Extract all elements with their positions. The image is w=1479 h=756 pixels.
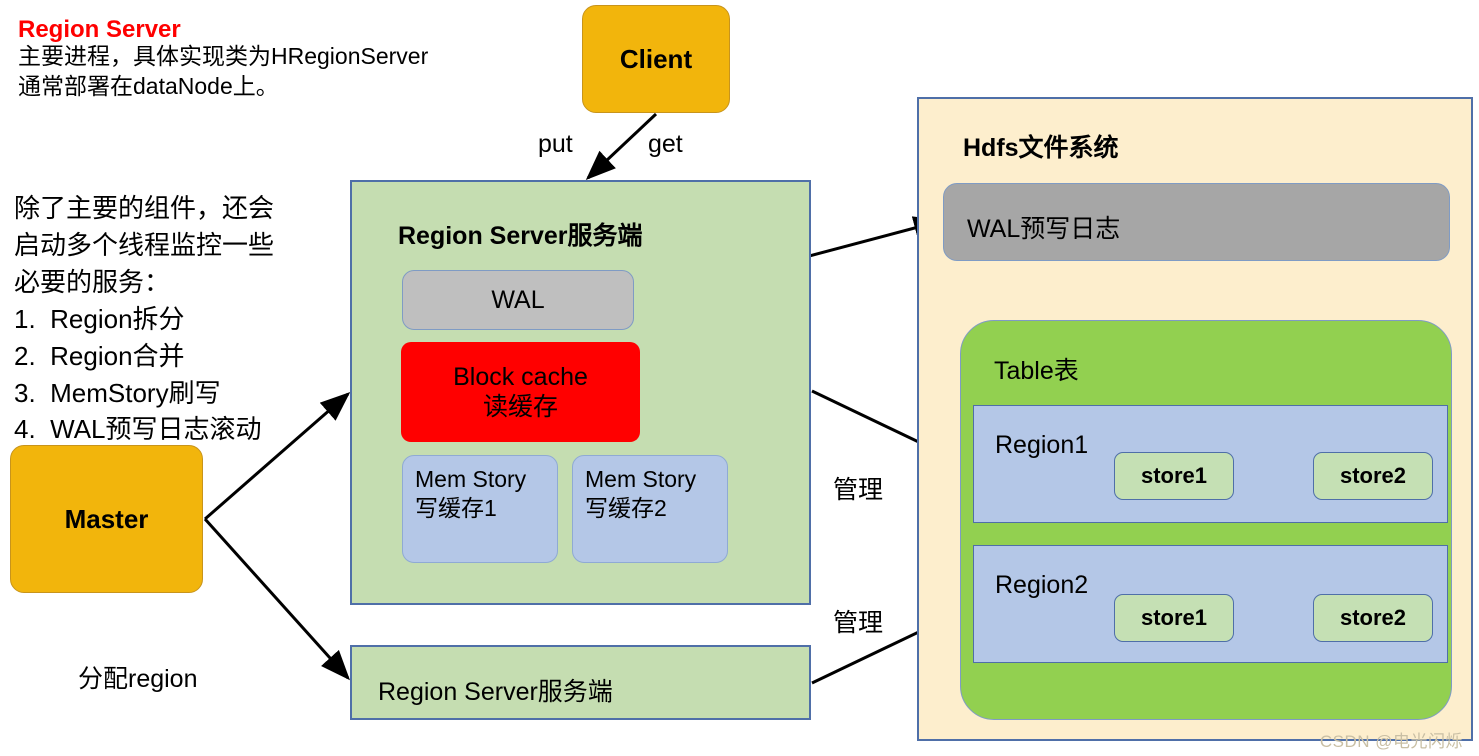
- region1-label: Region1: [995, 431, 1089, 459]
- edge-label-manage-2: 管理: [833, 609, 884, 637]
- region-server-main-title: Region Server服务端: [398, 222, 643, 250]
- client-node[interactable]: Client: [582, 5, 730, 113]
- hdfs-wal-node[interactable]: [943, 183, 1450, 261]
- table-title: Table表: [994, 357, 1079, 385]
- arrow-master-to-region-server-second: [203, 517, 351, 681]
- arrow-client-to-region-server: [585, 112, 658, 181]
- watermark: CSDN @电光闪烁: [1319, 732, 1463, 751]
- edge-label-get: get: [648, 130, 683, 158]
- edge-label-put: put: [538, 130, 573, 158]
- edge-label-manage-1: 管理: [833, 476, 884, 504]
- wal-node-label: WAL: [491, 285, 545, 314]
- hdfs-title: Hdfs文件系统: [963, 134, 1119, 162]
- block-cache-label-line2: 读缓存: [482, 393, 558, 421]
- region-server-services-note: 除了主要的组件，还会 启动多个线程监控一些 必要的服务： 1. Region拆分…: [14, 193, 275, 445]
- client-node-label: Client: [619, 43, 693, 74]
- mem-store-1-node[interactable]: Mem Story 写缓存1: [402, 455, 558, 563]
- block-cache-node[interactable]: Block cache 读缓存: [401, 342, 640, 442]
- block-cache-label-line1: Block cache: [453, 362, 588, 391]
- hdfs-wal-label: WAL预写日志: [967, 215, 1121, 243]
- wal-node[interactable]: WAL: [402, 270, 634, 330]
- master-node[interactable]: Master: [10, 445, 203, 593]
- edge-label-assign-region: 分配region: [78, 665, 198, 693]
- mem-store-2-node[interactable]: Mem Story 写缓存2: [572, 455, 728, 563]
- master-node-label: Master: [64, 503, 149, 534]
- region2-store1[interactable]: store1: [1114, 594, 1234, 642]
- region-server-note-body: 主要进程，具体实现类为HRegionServer 通常部署在dataNode上。: [18, 43, 429, 99]
- region-server-second-container[interactable]: [350, 645, 811, 720]
- region1-store2[interactable]: store2: [1313, 452, 1433, 500]
- region1-store1[interactable]: store1: [1114, 452, 1234, 500]
- region2-store2[interactable]: store2: [1313, 594, 1433, 642]
- region-server-second-title: Region Server服务端: [378, 678, 613, 706]
- region2-label: Region2: [995, 571, 1089, 599]
- region-server-note-title: Region Server: [18, 16, 181, 43]
